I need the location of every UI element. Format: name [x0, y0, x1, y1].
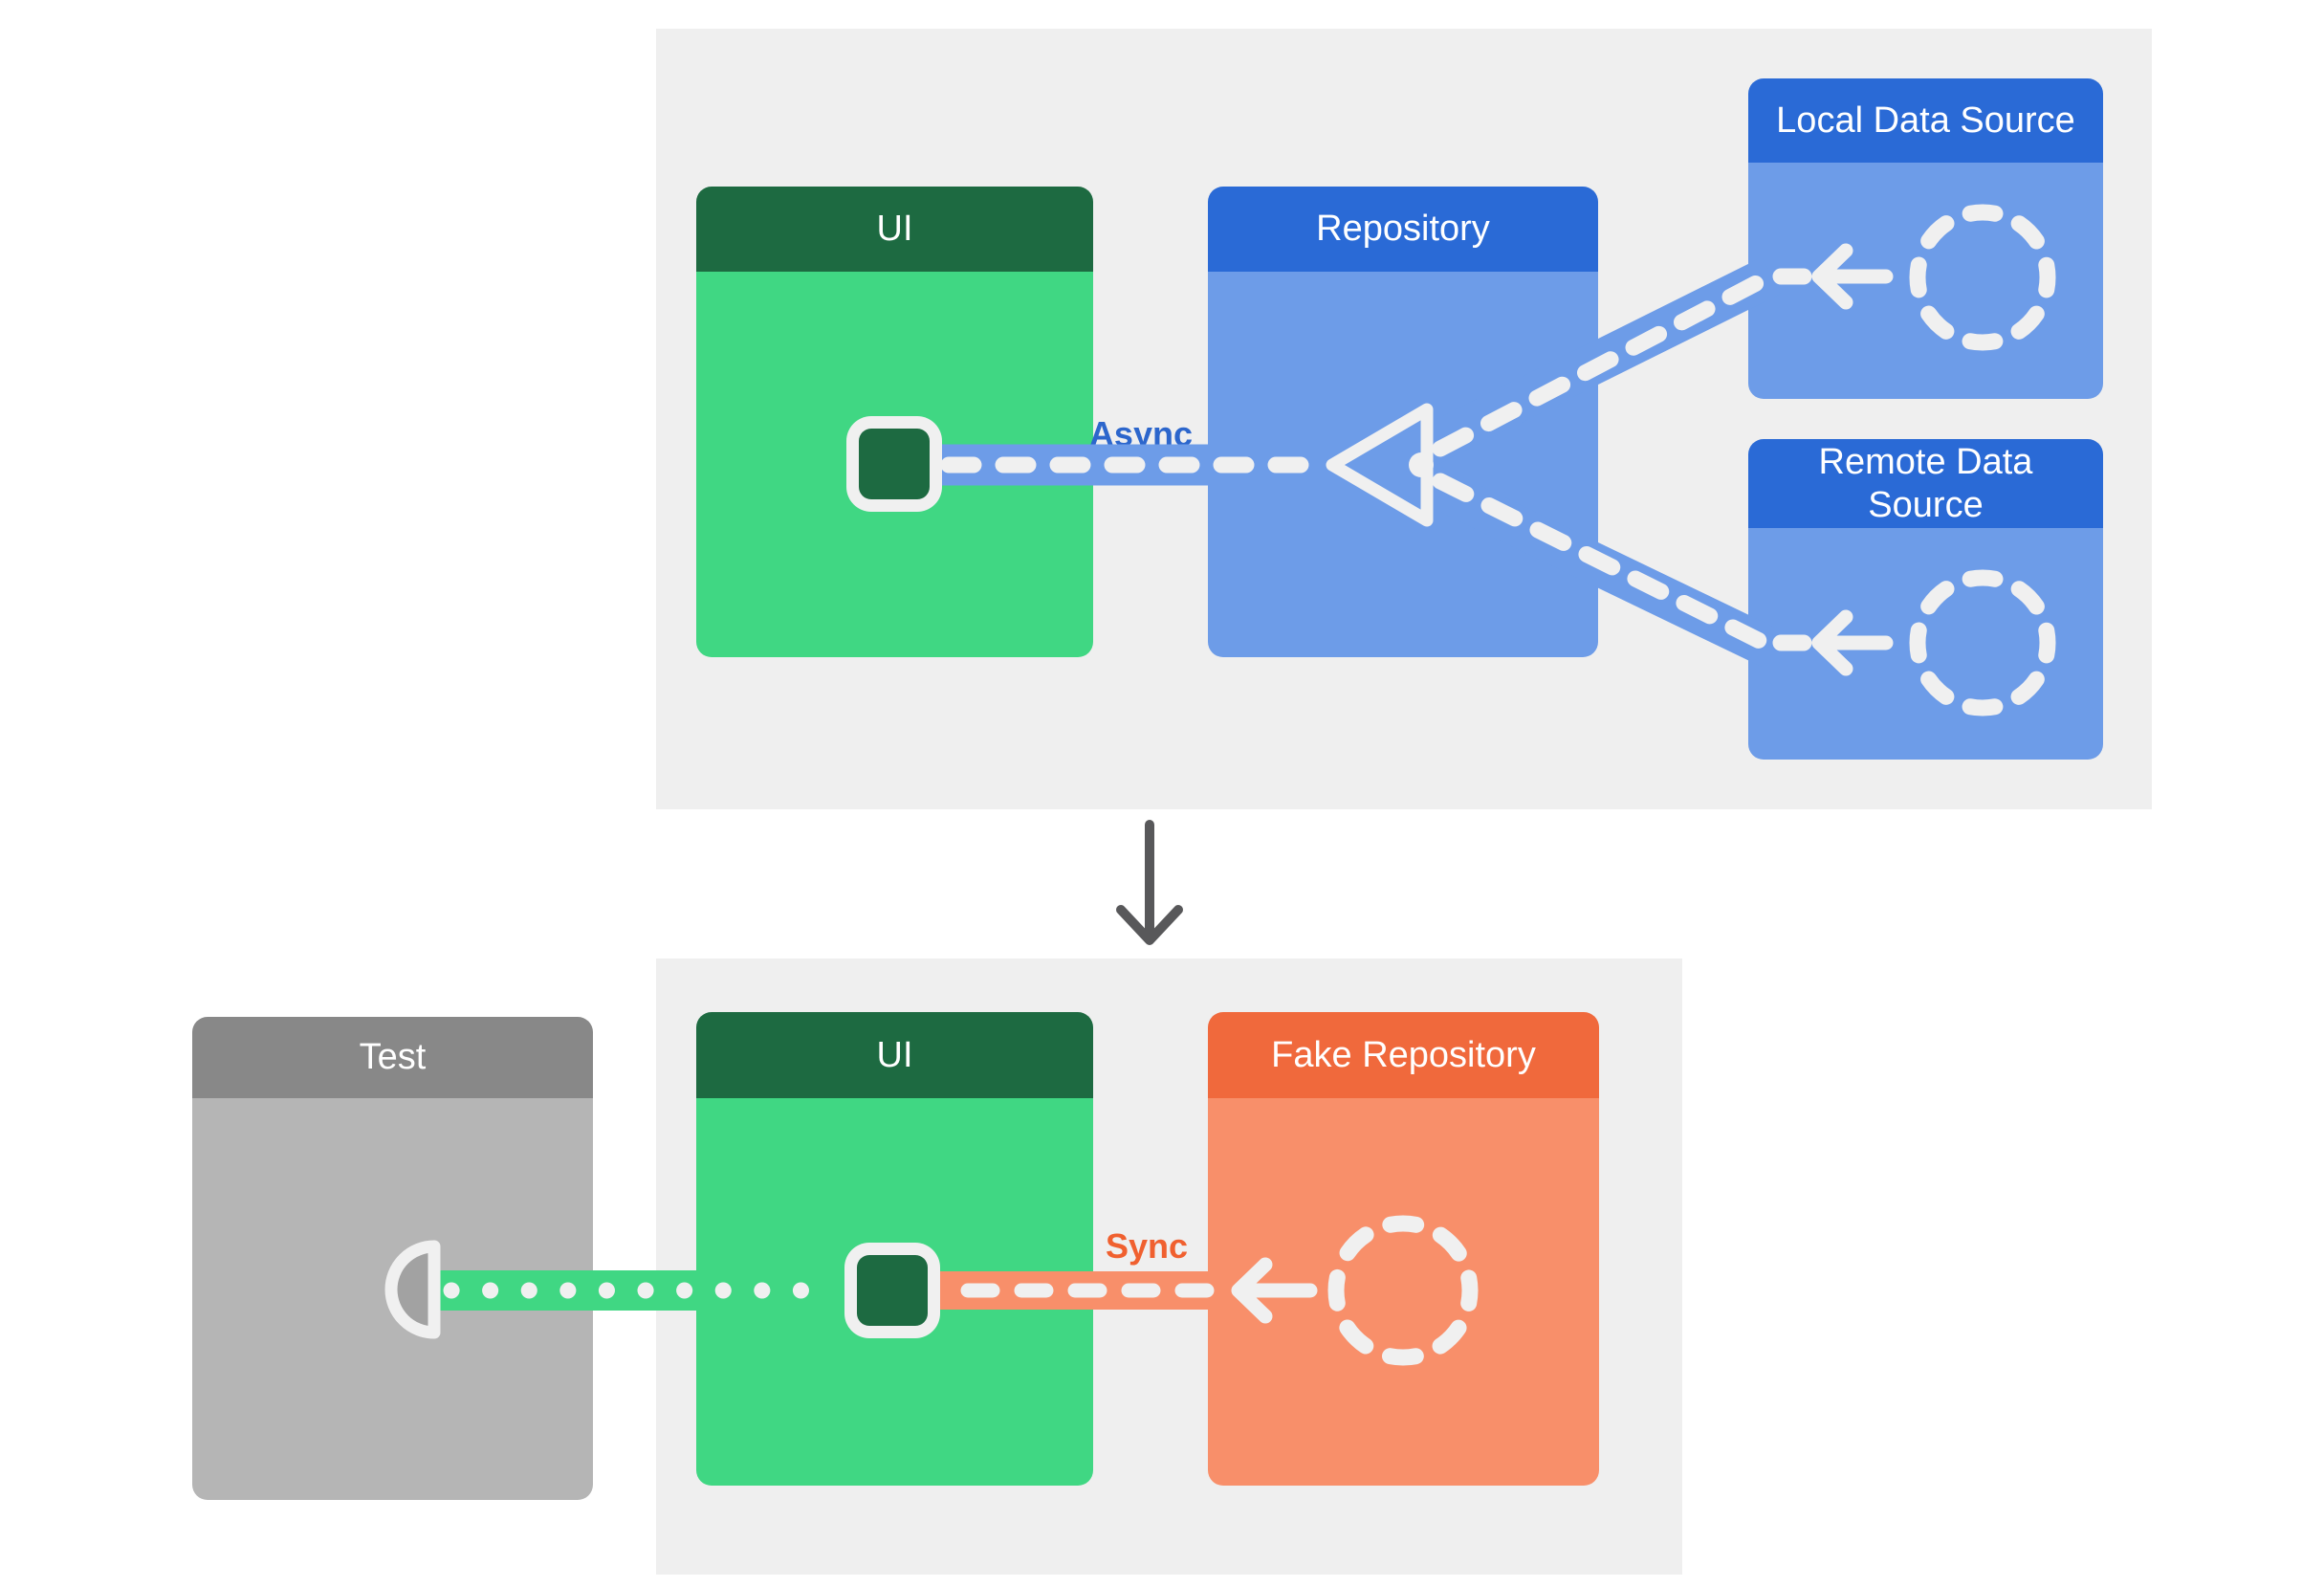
test-box-label: Test — [359, 1037, 427, 1078]
fake-repository-header: Fake Repository — [1208, 1012, 1599, 1098]
remote-data-source-body — [1748, 528, 2103, 760]
fake-repository-body — [1208, 1098, 1599, 1486]
fake-repository-label: Fake Repository — [1271, 1034, 1536, 1075]
test-box-body — [192, 1098, 593, 1500]
repository-box-header: Repository — [1208, 187, 1598, 272]
down-arrow-head — [1116, 905, 1183, 945]
fake-repository-box: Fake Repository — [1208, 1012, 1599, 1486]
remote-data-source-box: Remote Data Source — [1748, 439, 2103, 760]
async-label: Async — [1088, 414, 1193, 453]
remote-data-source-label: Remote Data Source — [1818, 441, 2033, 525]
ui-box-bottom-label: UI — [876, 1034, 913, 1075]
remote-data-source-header: Remote Data Source — [1748, 439, 2103, 528]
ui-box-top-label: UI — [876, 209, 913, 250]
repository-box-body — [1208, 272, 1598, 657]
repository-box-label: Repository — [1316, 209, 1490, 250]
test-box-header: Test — [192, 1017, 593, 1098]
test-box: Test — [192, 1017, 593, 1500]
local-data-source-box: Local Data Source — [1748, 78, 2103, 399]
ui-box-top-body — [696, 272, 1093, 657]
ui-box-bottom-body — [696, 1098, 1093, 1486]
local-data-source-header: Local Data Source — [1748, 78, 2103, 163]
local-data-source-body — [1748, 163, 2103, 399]
repository-box: Repository — [1208, 187, 1598, 657]
local-data-source-label: Local Data Source — [1776, 99, 2075, 141]
ui-box-top-header: UI — [696, 187, 1093, 272]
sync-label: Sync — [1105, 1226, 1188, 1266]
ui-box-bottom-header: UI — [696, 1012, 1093, 1098]
down-arrow-icon — [1116, 820, 1183, 945]
